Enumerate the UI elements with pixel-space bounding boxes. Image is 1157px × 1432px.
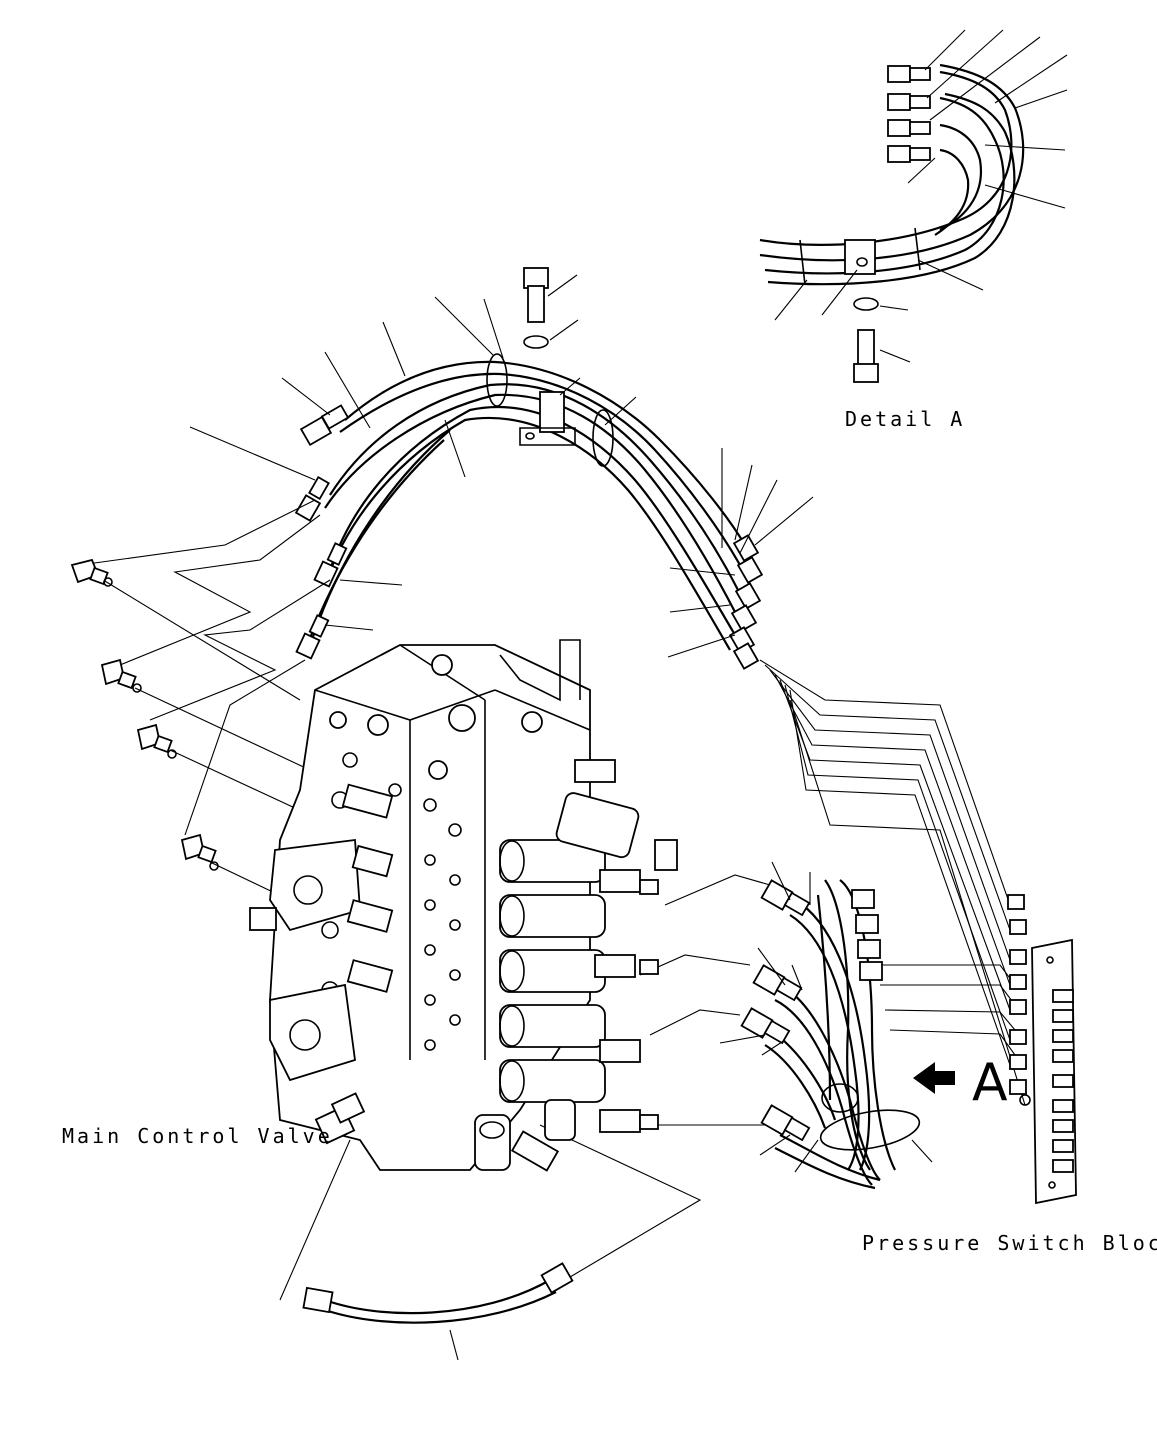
pressure-switch-block-label: Pressure Switch Block xyxy=(862,1231,1157,1255)
valve-port-holes xyxy=(321,752,462,1051)
upper-hose-bundle xyxy=(302,360,746,656)
detail-a-bolt xyxy=(853,297,879,383)
valve-bottom-fittings xyxy=(314,1092,576,1172)
right-hose-bundle xyxy=(764,879,921,1190)
right-leader-lines xyxy=(719,861,933,1173)
pressure-switch-block xyxy=(1007,894,1077,1205)
upper-clamps xyxy=(486,353,614,467)
pressure-block-fittings xyxy=(1046,956,1074,1189)
right-hose-fittings xyxy=(740,879,883,1142)
upper-leader-lines xyxy=(189,274,814,658)
upper-bolt-washer xyxy=(523,267,549,349)
jumper-hose xyxy=(302,1262,574,1361)
connection-path-lines xyxy=(79,499,1026,1301)
view-arrow-a: A xyxy=(913,1053,1008,1113)
valve-bolt-heads xyxy=(329,654,543,780)
main-control-valve-label: Main Control Valve xyxy=(62,1124,333,1148)
detail-a-fittings xyxy=(887,65,931,163)
valve-right-spools xyxy=(499,759,678,1133)
detail-a-title: Detail A xyxy=(845,407,965,431)
valve-left-sections xyxy=(249,783,394,1082)
detail-a-view: Detail A xyxy=(759,29,1068,431)
detail-a-leader-lines xyxy=(774,29,1068,363)
left-fittings xyxy=(70,558,219,871)
detail-a-clamp xyxy=(799,227,921,286)
pressure-block-side-fittings xyxy=(1007,894,1031,1106)
main-control-valve xyxy=(249,639,678,1172)
upper-hose-fittings xyxy=(294,404,764,670)
view-letter-a: A xyxy=(972,1053,1008,1113)
